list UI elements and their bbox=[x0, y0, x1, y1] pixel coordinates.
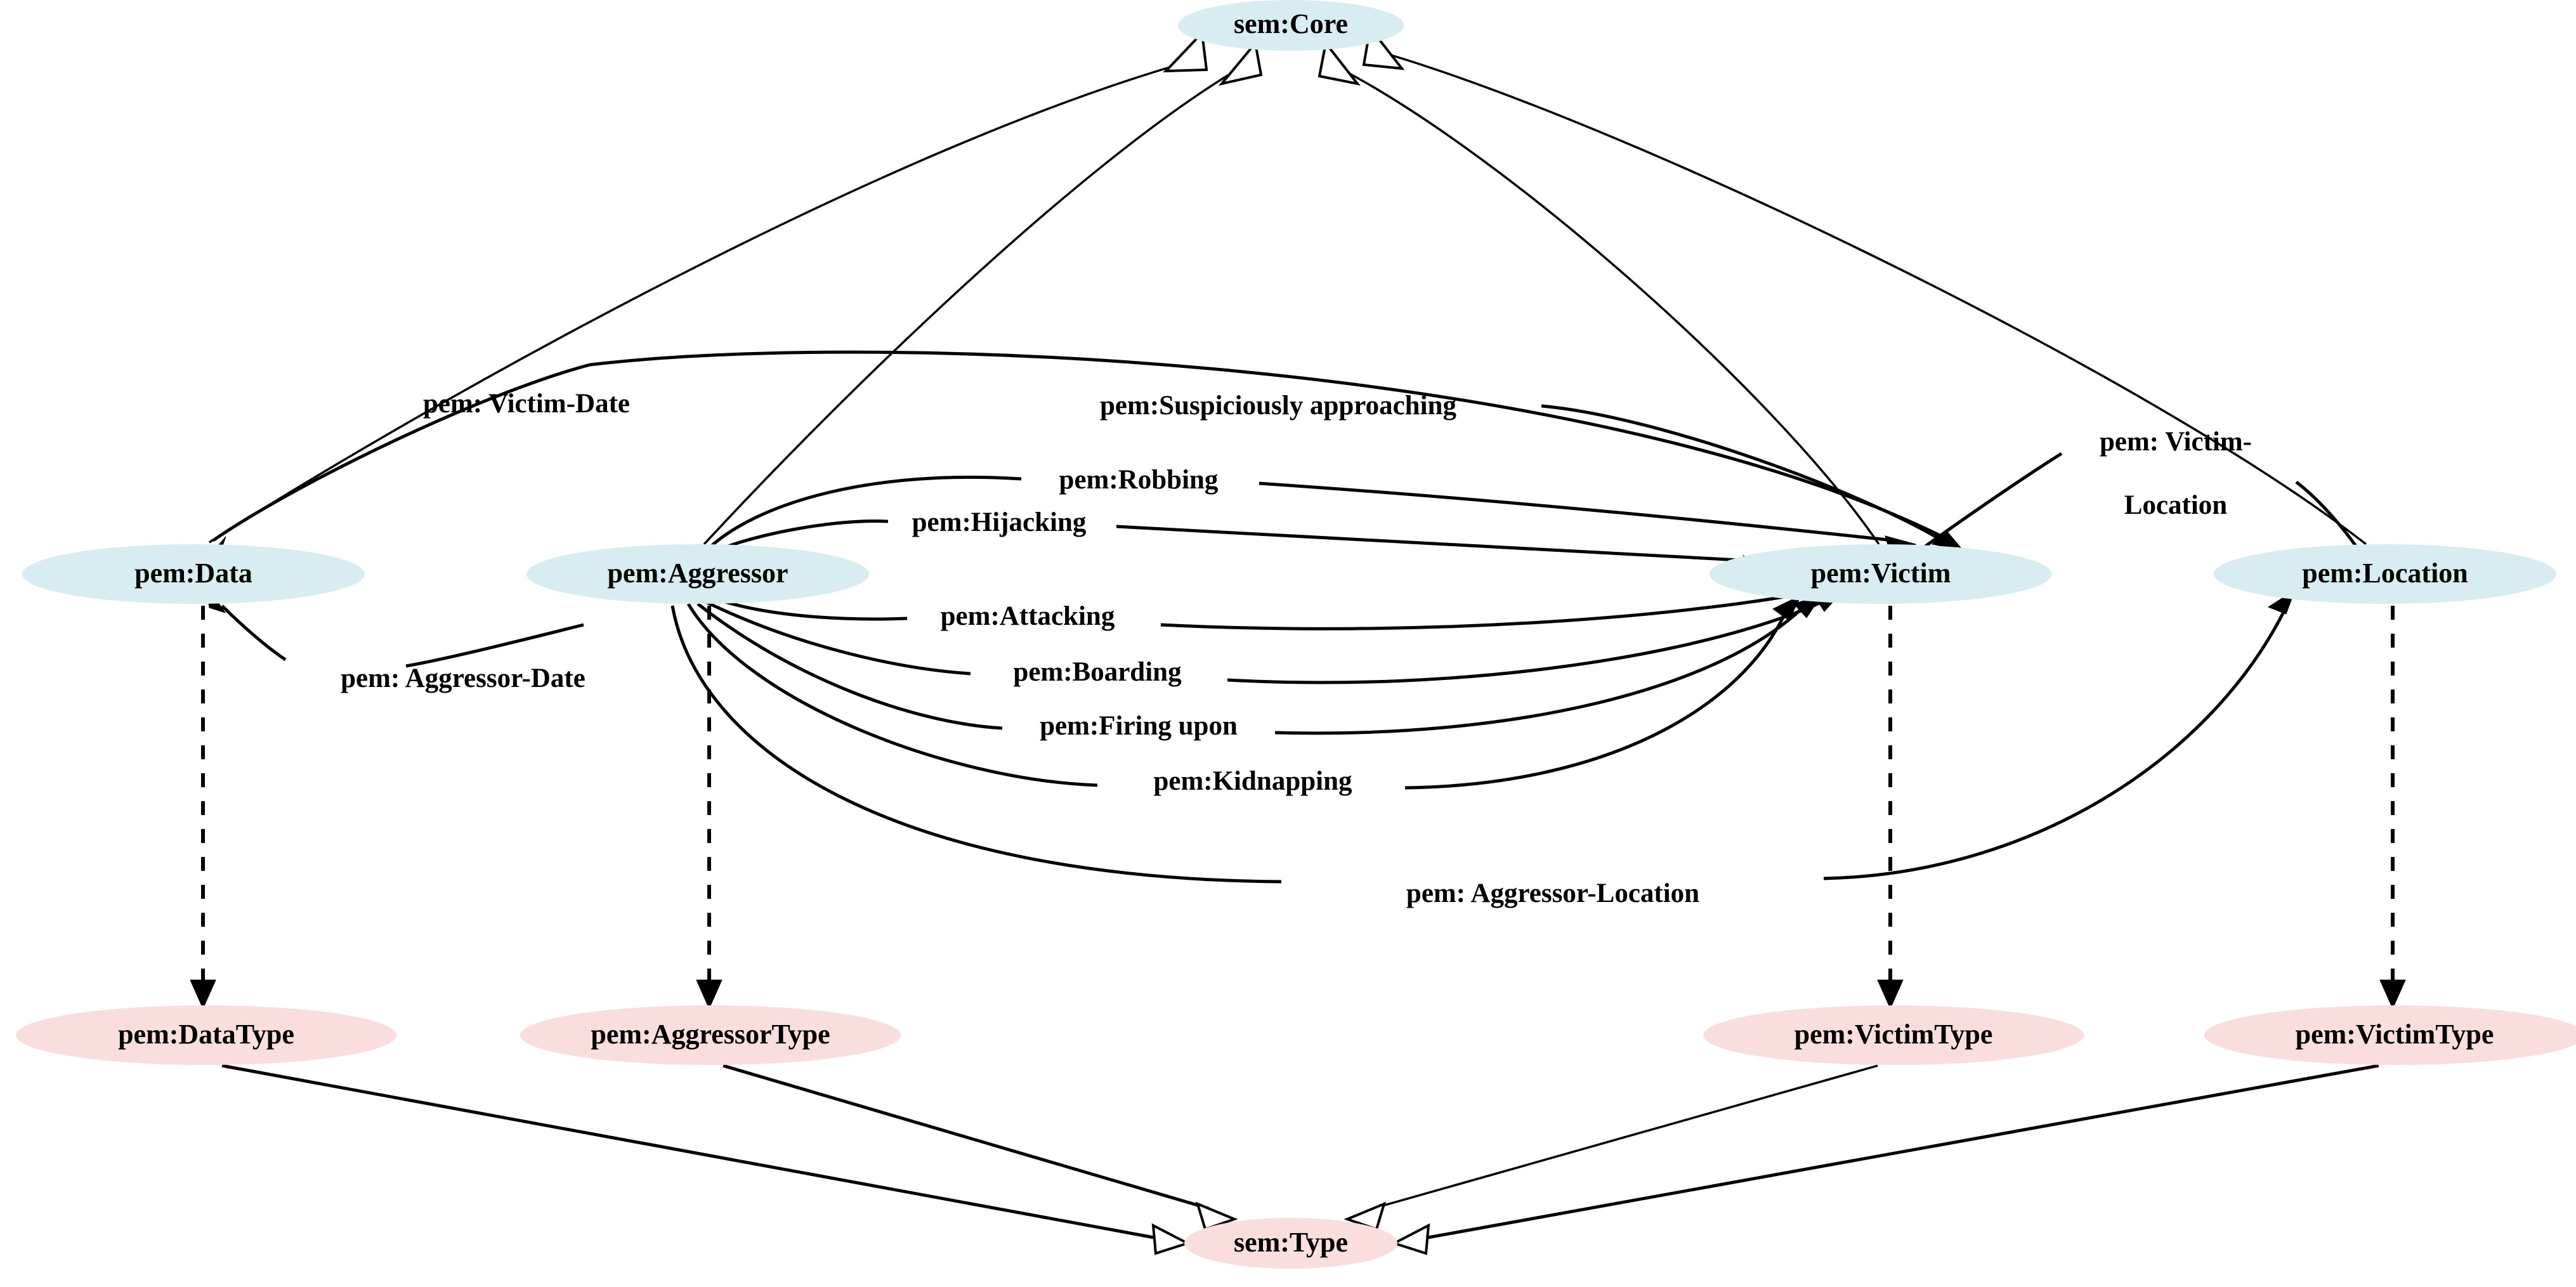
instance-of-edges bbox=[190, 606, 2406, 1010]
subclass-edges-to-core bbox=[209, 25, 2367, 546]
edge-suspiciously-approaching bbox=[589, 350, 1965, 551]
edge-data-to-datatype bbox=[190, 606, 216, 1010]
edge-label-victim-location-line2: Location bbox=[2124, 490, 2228, 520]
edge-victimtype2-to-type bbox=[1390, 1064, 2379, 1255]
edge-label-firing-upon: pem:Firing upon bbox=[1040, 711, 1238, 741]
node-sem-core[interactable]: sem:Core bbox=[1178, 0, 1404, 51]
node-pem-victimtype-2-shape[interactable] bbox=[2204, 1005, 2576, 1065]
node-pem-victim-shape[interactable] bbox=[1710, 544, 2052, 604]
node-pem-aggressor-shape[interactable] bbox=[526, 544, 869, 604]
node-pem-datatype-label: pem:DataType bbox=[118, 1019, 294, 1050]
edge-label-victim-location-line1: pem: Victim- bbox=[2100, 427, 2252, 457]
node-pem-data-label: pem:Data bbox=[134, 558, 252, 589]
edge-label-aggressor-date: pem: Aggressor-Date bbox=[341, 663, 585, 693]
node-sem-type-shape[interactable] bbox=[1184, 1218, 1397, 1269]
edge-aggressor-to-core bbox=[703, 40, 1263, 546]
edge-victimtype1-to-type bbox=[1344, 1064, 1878, 1231]
node-pem-victim[interactable]: pem:Victim bbox=[1710, 544, 2052, 604]
edge-victim-to-core bbox=[1317, 40, 1880, 545]
node-pem-location-label: pem:Location bbox=[2302, 558, 2468, 589]
node-pem-aggressor[interactable]: pem:Aggressor bbox=[526, 544, 869, 604]
node-pem-datatype[interactable]: pem:DataType bbox=[16, 1005, 396, 1065]
edge-label-hijacking: pem:Hijacking bbox=[912, 507, 1087, 537]
edge-labels-layer: pem: Victim-Date pem:Suspiciously approa… bbox=[341, 389, 2252, 908]
edge-victim-to-victimtype bbox=[1877, 606, 1904, 1010]
edge-label-kidnapping: pem:Kidnapping bbox=[1153, 766, 1352, 796]
node-sem-type-label: sem:Type bbox=[1234, 1227, 1348, 1258]
edge-label-suspiciously-approaching: pem:Suspiciously approaching bbox=[1100, 391, 1456, 421]
edge-label-attacking: pem:Attacking bbox=[941, 601, 1115, 631]
node-pem-location[interactable]: pem:Location bbox=[2214, 544, 2556, 604]
node-pem-victimtype-1-shape[interactable] bbox=[1703, 1005, 2084, 1065]
node-pem-data[interactable]: pem:Data bbox=[22, 544, 365, 604]
object-property-edges bbox=[204, 350, 2374, 884]
edge-kidnapping bbox=[686, 594, 1803, 790]
edge-label-victim-date: pem: Victim-Date bbox=[423, 389, 630, 419]
edge-label-robbing: pem:Robbing bbox=[1059, 465, 1219, 495]
edge-aggressor-location bbox=[670, 589, 2296, 884]
node-pem-victim-label: pem:Victim bbox=[1811, 558, 1951, 589]
node-pem-victimtype-2-label: pem:VictimType bbox=[2296, 1019, 2494, 1050]
node-sem-type[interactable]: sem:Type bbox=[1184, 1218, 1397, 1269]
node-pem-location-shape[interactable] bbox=[2214, 544, 2556, 604]
edge-location-to-victimtype bbox=[2379, 606, 2406, 1010]
edge-label-aggressor-location: pem: Aggressor-Location bbox=[1406, 879, 1699, 908]
edge-aggressor-to-aggressortype bbox=[696, 606, 722, 1010]
node-pem-aggressortype[interactable]: pem:AggressorType bbox=[520, 1005, 901, 1065]
edge-data-to-core bbox=[209, 30, 1208, 544]
node-pem-victimtype-2[interactable]: pem:VictimType bbox=[2204, 1005, 2576, 1065]
node-pem-datatype-shape[interactable] bbox=[16, 1005, 396, 1065]
node-pem-victimtype-1[interactable]: pem:VictimType bbox=[1703, 1005, 2084, 1065]
node-sem-core-label: sem:Core bbox=[1234, 8, 1348, 39]
node-pem-aggressortype-label: pem:AggressorType bbox=[591, 1019, 830, 1050]
edge-datatype-to-type bbox=[221, 1064, 1191, 1255]
edge-aggressortype-to-type bbox=[722, 1064, 1238, 1231]
node-pem-aggressortype-shape[interactable] bbox=[520, 1005, 901, 1065]
subclass-edges-to-type bbox=[221, 1064, 2379, 1255]
node-pem-aggressor-label: pem:Aggressor bbox=[607, 558, 788, 589]
node-pem-data-shape[interactable] bbox=[22, 544, 365, 604]
nodes-layer: sem:Core pem:Data pem:Aggressor pem:Vict… bbox=[16, 0, 2576, 1269]
edge-label-boarding: pem:Boarding bbox=[1013, 657, 1182, 687]
node-sem-core-shape[interactable] bbox=[1178, 0, 1404, 51]
node-pem-victimtype-1-label: pem:VictimType bbox=[1795, 1019, 1993, 1050]
